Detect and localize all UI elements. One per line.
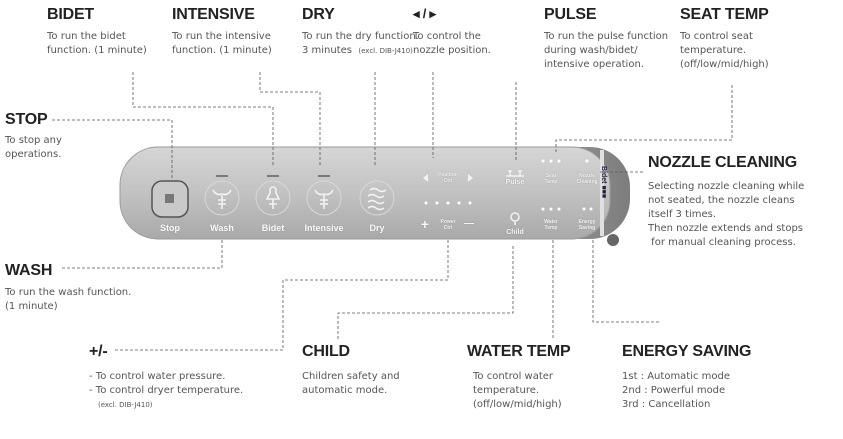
energy-saving-dots (582, 207, 593, 211)
bidet-button[interactable] (255, 180, 291, 216)
stop-title: STOP (5, 111, 48, 128)
water-temp-title: WATER TEMP (467, 343, 571, 360)
dry-title: DRY (302, 6, 335, 23)
dry-button[interactable] (359, 180, 395, 216)
water-temp-dots (541, 207, 561, 211)
wash-button[interactable] (204, 180, 240, 216)
nozzle-right-arrow[interactable] (468, 174, 473, 182)
energy-saving-title: ENERGY SAVING (622, 343, 752, 360)
nozzle-cleaning-dot (585, 159, 589, 163)
pressure-level-dots (424, 201, 472, 205)
wash-icon (212, 189, 232, 209)
pulse-button[interactable]: Pulse (505, 179, 525, 186)
plus-button[interactable]: + (420, 216, 430, 232)
minus-button[interactable]: — (464, 218, 474, 229)
wash-title: WASH (5, 262, 53, 279)
seat-temp-dots (541, 159, 561, 163)
child-title: CHILD (302, 343, 350, 360)
nozzle-cleaning-title: NOZZLE CLEANING (648, 154, 797, 171)
pulse-title: PULSE (544, 6, 597, 23)
dry-icon (367, 187, 387, 211)
brand-text: Bidet ■■■ (600, 166, 607, 199)
wash-label: Wash (210, 223, 234, 233)
child-icon (510, 212, 520, 225)
bidet-label: Bidet (261, 223, 285, 233)
stop-label: Stop (160, 223, 180, 233)
stop-icon (165, 194, 174, 203)
brand-logo (607, 234, 619, 246)
pulse-icon (506, 170, 524, 177)
bidet-title: BIDET (47, 6, 95, 23)
wash-desc: To run the wash function.(1 minute) (5, 287, 132, 312)
control-panel (119, 146, 630, 246)
child-button[interactable]: Child (506, 229, 524, 236)
intensive-title: INTENSIVE (172, 6, 255, 23)
plus-minus-title: +/- (89, 343, 108, 360)
plus-minus-desc: - To control water pressure.- To control… (89, 371, 244, 409)
bidet-icon (265, 186, 281, 209)
nozzle-left-arrow[interactable] (423, 174, 428, 182)
intensive-label: Intensive (304, 223, 344, 233)
position-title: ◂ / ▸ (413, 6, 436, 21)
dry-desc: To run the dry function.3 minutes (excl.… (302, 31, 419, 56)
seat-temp-title: SEAT TEMP (680, 6, 769, 23)
intensive-button[interactable] (306, 180, 342, 216)
leader-lines (52, 72, 733, 351)
intensive-icon (314, 189, 334, 209)
dry-label: Dry (369, 223, 385, 233)
